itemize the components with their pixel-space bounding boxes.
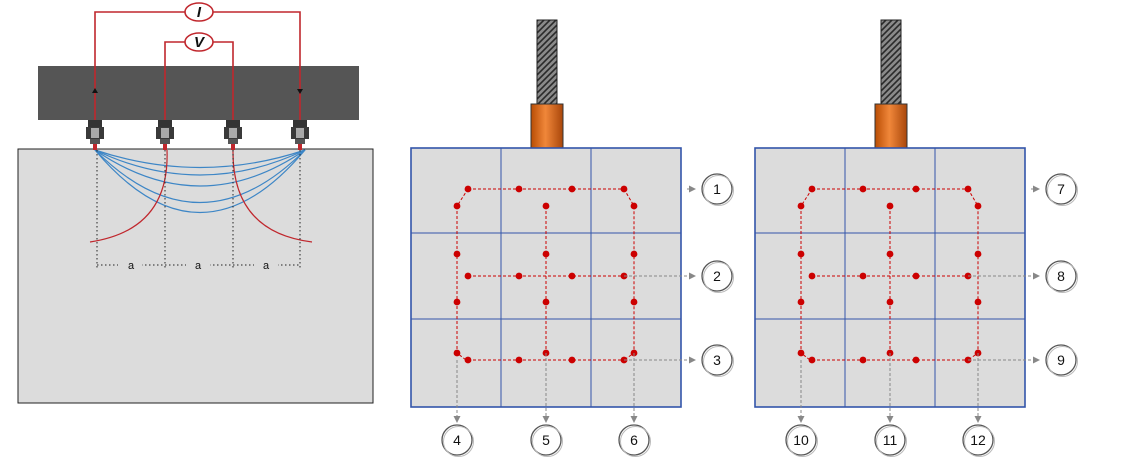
column-label-bubble-text: 4 [453, 432, 461, 448]
voltmeter-label: V [194, 34, 206, 51]
measurement-point [912, 272, 920, 280]
column-label-bubble-text: 5 [542, 432, 550, 448]
row-label-bubble: 9 [1045, 344, 1078, 377]
wenner-setup: a a a I V [17, 2, 374, 404]
electrode-2 [156, 120, 174, 150]
row-label-bubble-text: 1 [713, 181, 721, 197]
measurement-point [859, 185, 867, 193]
equipotential-lines [89, 149, 313, 243]
measurement-point [859, 356, 867, 364]
measurement-point [453, 202, 461, 210]
panel-left: 1 2 3 4 5 6 [410, 19, 734, 457]
electrodes [86, 120, 309, 150]
column-label-bubble-text: 11 [883, 432, 898, 448]
panel-right: 7 8 9 10 11 12 [754, 19, 1078, 457]
row-label-bubble: 7 [1045, 173, 1078, 206]
beam-arrows [92, 88, 303, 94]
measurement-point [542, 250, 550, 258]
measurement-point [886, 202, 894, 210]
measurement-point [568, 185, 576, 193]
row-label-bubble-text: 3 [713, 352, 721, 368]
measurement-point [886, 298, 894, 306]
measurement-point [797, 202, 805, 210]
electrode-3 [224, 120, 242, 150]
measurement-point [630, 202, 638, 210]
measurement-point [453, 250, 461, 258]
row-label-bubble-text: 9 [1057, 352, 1065, 368]
measurement-point [630, 250, 638, 258]
row-label-bubble: 8 [1045, 260, 1078, 293]
measurement-point [808, 185, 816, 193]
measurement-point [797, 298, 805, 306]
measurement-point [542, 202, 550, 210]
measurement-point [912, 185, 920, 193]
threaded-rod [536, 19, 558, 105]
measurement-point [974, 298, 982, 306]
spacing-label-2: a [195, 260, 202, 272]
spacing-row: a a a [97, 257, 300, 272]
measurement-point [515, 272, 523, 280]
row-label-bubble: 1 [701, 173, 734, 206]
measurement-point [464, 356, 472, 364]
measurement-point [542, 298, 550, 306]
measurement-point [630, 298, 638, 306]
concrete-block [17, 148, 374, 404]
measurement-point [515, 185, 523, 193]
row-label-bubble-text: 2 [713, 268, 721, 284]
column-label-bubble: 5 [530, 424, 563, 457]
cylinder [874, 103, 908, 149]
row-label-bubble-text: 8 [1057, 268, 1065, 284]
row-label-bubble-text: 7 [1057, 181, 1065, 197]
measurement-point [568, 272, 576, 280]
measurement-point [464, 185, 472, 193]
measurement-point [974, 202, 982, 210]
measurement-point [974, 250, 982, 258]
column-label-bubble: 11 [874, 424, 907, 457]
voltmeter: V [184, 32, 214, 52]
column-label-bubble: 12 [962, 424, 995, 457]
spacing-label-1: a [128, 260, 135, 272]
measurement-point [453, 349, 461, 357]
cylinder [530, 103, 564, 149]
measurement-point [464, 272, 472, 280]
spacing-label-3: a [263, 260, 270, 272]
measurement-point [797, 250, 805, 258]
column-label-bubble-text: 12 [970, 432, 986, 448]
measurement-point [808, 272, 816, 280]
measurement-point [568, 356, 576, 364]
measurement-point [912, 356, 920, 364]
measurement-point [808, 356, 816, 364]
measurement-point [964, 185, 972, 193]
measurement-point [859, 272, 867, 280]
row-label-bubble: 2 [701, 260, 734, 293]
probe-beam [38, 66, 359, 120]
current-field-lines [94, 149, 306, 213]
column-label-bubble: 6 [618, 424, 651, 457]
measurement-point [797, 349, 805, 357]
measurement-point [886, 250, 894, 258]
measurement-point [515, 356, 523, 364]
column-label-bubble-text: 6 [630, 432, 638, 448]
electrode-4 [291, 120, 309, 150]
column-label-bubble: 4 [441, 424, 474, 457]
threaded-rod [880, 19, 902, 105]
electrode-1 [86, 120, 104, 150]
ammeter-label: I [197, 4, 202, 21]
circuit-wires [94, 11, 301, 122]
measurement-point [453, 298, 461, 306]
ammeter: I [184, 2, 214, 22]
measurement-point [620, 185, 628, 193]
row-label-bubble: 3 [701, 344, 734, 377]
column-label-bubble-text: 10 [793, 432, 809, 448]
column-label-bubble: 10 [785, 424, 818, 457]
